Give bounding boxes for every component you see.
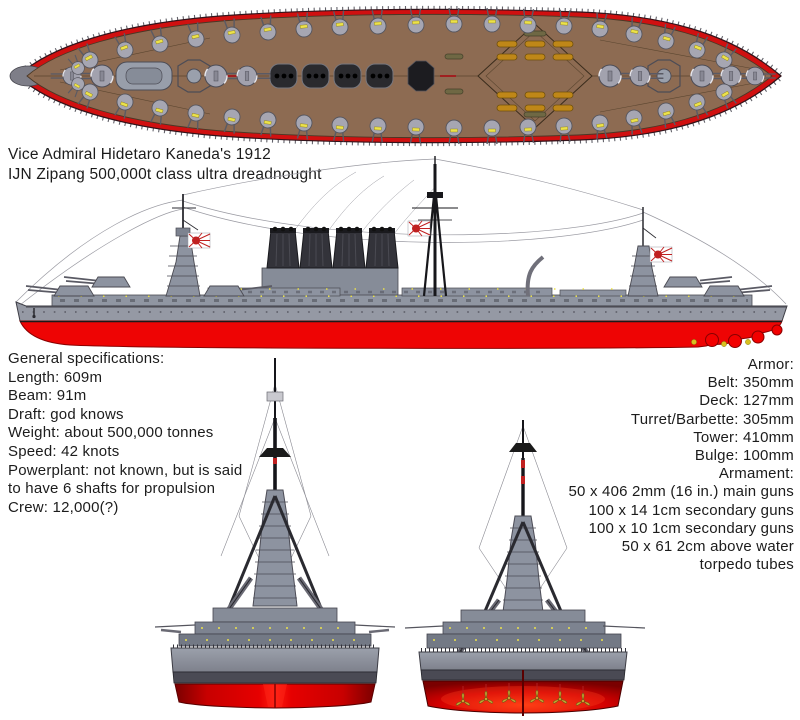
plan-view-illustration — [9, 5, 787, 147]
boat-crane — [525, 255, 545, 297]
spec-line: Weight: about 500,000 tonnes — [8, 424, 214, 442]
spec-line: Deck: 127mm — [699, 392, 794, 410]
armor-heading: Armor: — [747, 356, 794, 373]
bow-front-view-illustration — [155, 358, 395, 709]
spec-line: Bulge: 100mm — [694, 447, 794, 465]
spec-line: Length: 609m — [8, 368, 103, 386]
armament-heading: Armament: — [718, 465, 794, 483]
funnel-top-icon — [269, 63, 298, 89]
spec-line: 50 x 406 2mm (16 in.) main guns — [568, 483, 794, 501]
foremast — [259, 358, 291, 490]
fore-pagoda-mast — [165, 194, 211, 297]
stern-front-view-illustration — [405, 420, 645, 716]
front-rigging — [478, 425, 568, 615]
aft-turrets — [663, 276, 773, 297]
spec-line: Belt: 350mm — [707, 374, 794, 392]
spec-line: Powerplant: not known, but is said — [8, 461, 243, 479]
front-hull — [170, 647, 380, 709]
general-specs-heading: General specifications: — [8, 350, 165, 367]
plan-boat-deck — [444, 23, 593, 129]
propeller-icon — [691, 339, 751, 347]
funnels — [266, 226, 399, 269]
front-deck-structures — [155, 607, 395, 649]
spec-line: Crew: 12,000(?) — [8, 498, 119, 516]
spec-line: Turret/Barbette: 305mm — [630, 410, 794, 428]
mast-platform-icon — [407, 60, 435, 92]
spec-line: 50 x 61 2cm above water — [621, 538, 794, 556]
side-hull-red — [19, 320, 783, 349]
aft-pagoda-mast — [627, 207, 673, 297]
caption-block: Vice Admiral Hidetaro Kaneda's 1912 IJN … — [8, 145, 322, 184]
stern-propeller-bosses — [691, 324, 783, 348]
armor-armament-block: Armor: Belt: 350mm Deck: 127mm Turret/Ba… — [569, 356, 794, 574]
spec-line: to have 6 shafts for propulsion — [8, 480, 216, 498]
caption-line-1: Vice Admiral Hidetaro Kaneda's 1912 — [8, 146, 271, 163]
stern-propellers — [462, 683, 584, 694]
funnel-top-icon — [365, 63, 394, 89]
side-profile-illustration — [15, 156, 788, 349]
plan-aft-barbette — [440, 59, 681, 93]
fore-turrets — [25, 276, 273, 297]
front-rigging — [220, 383, 330, 593]
spec-line: Tower: 410mm — [693, 428, 794, 446]
general-specifications-block: General specifications: Length: 609m Bea… — [8, 350, 242, 517]
spec-line: torpedo tubes — [699, 556, 794, 574]
mainmast — [509, 420, 537, 516]
anchor-icon — [32, 308, 36, 319]
pagoda-tower — [227, 489, 323, 609]
front-deck-structures — [405, 609, 645, 652]
spec-line: Speed: 42 knots — [8, 442, 120, 460]
front-hull — [418, 651, 628, 716]
plan-funnels — [269, 60, 435, 92]
spec-line: Beam: 91m — [8, 387, 87, 405]
spec-line: 100 x 10 1cm secondary guns — [588, 519, 794, 537]
rigging-lines — [15, 158, 787, 306]
funnel-top-icon — [301, 63, 330, 89]
funnel-top-icon — [333, 63, 362, 89]
main-tripod-mast — [407, 156, 458, 297]
side-hull — [15, 301, 788, 349]
caption-line-2: IJN Zipang 500,000t class ultra dreadnou… — [8, 165, 322, 183]
plan-fore-superstructure — [115, 59, 240, 93]
spec-line: Draft: god knows — [8, 405, 124, 423]
spec-line: 100 x 14 1cm secondary guns — [588, 501, 794, 519]
